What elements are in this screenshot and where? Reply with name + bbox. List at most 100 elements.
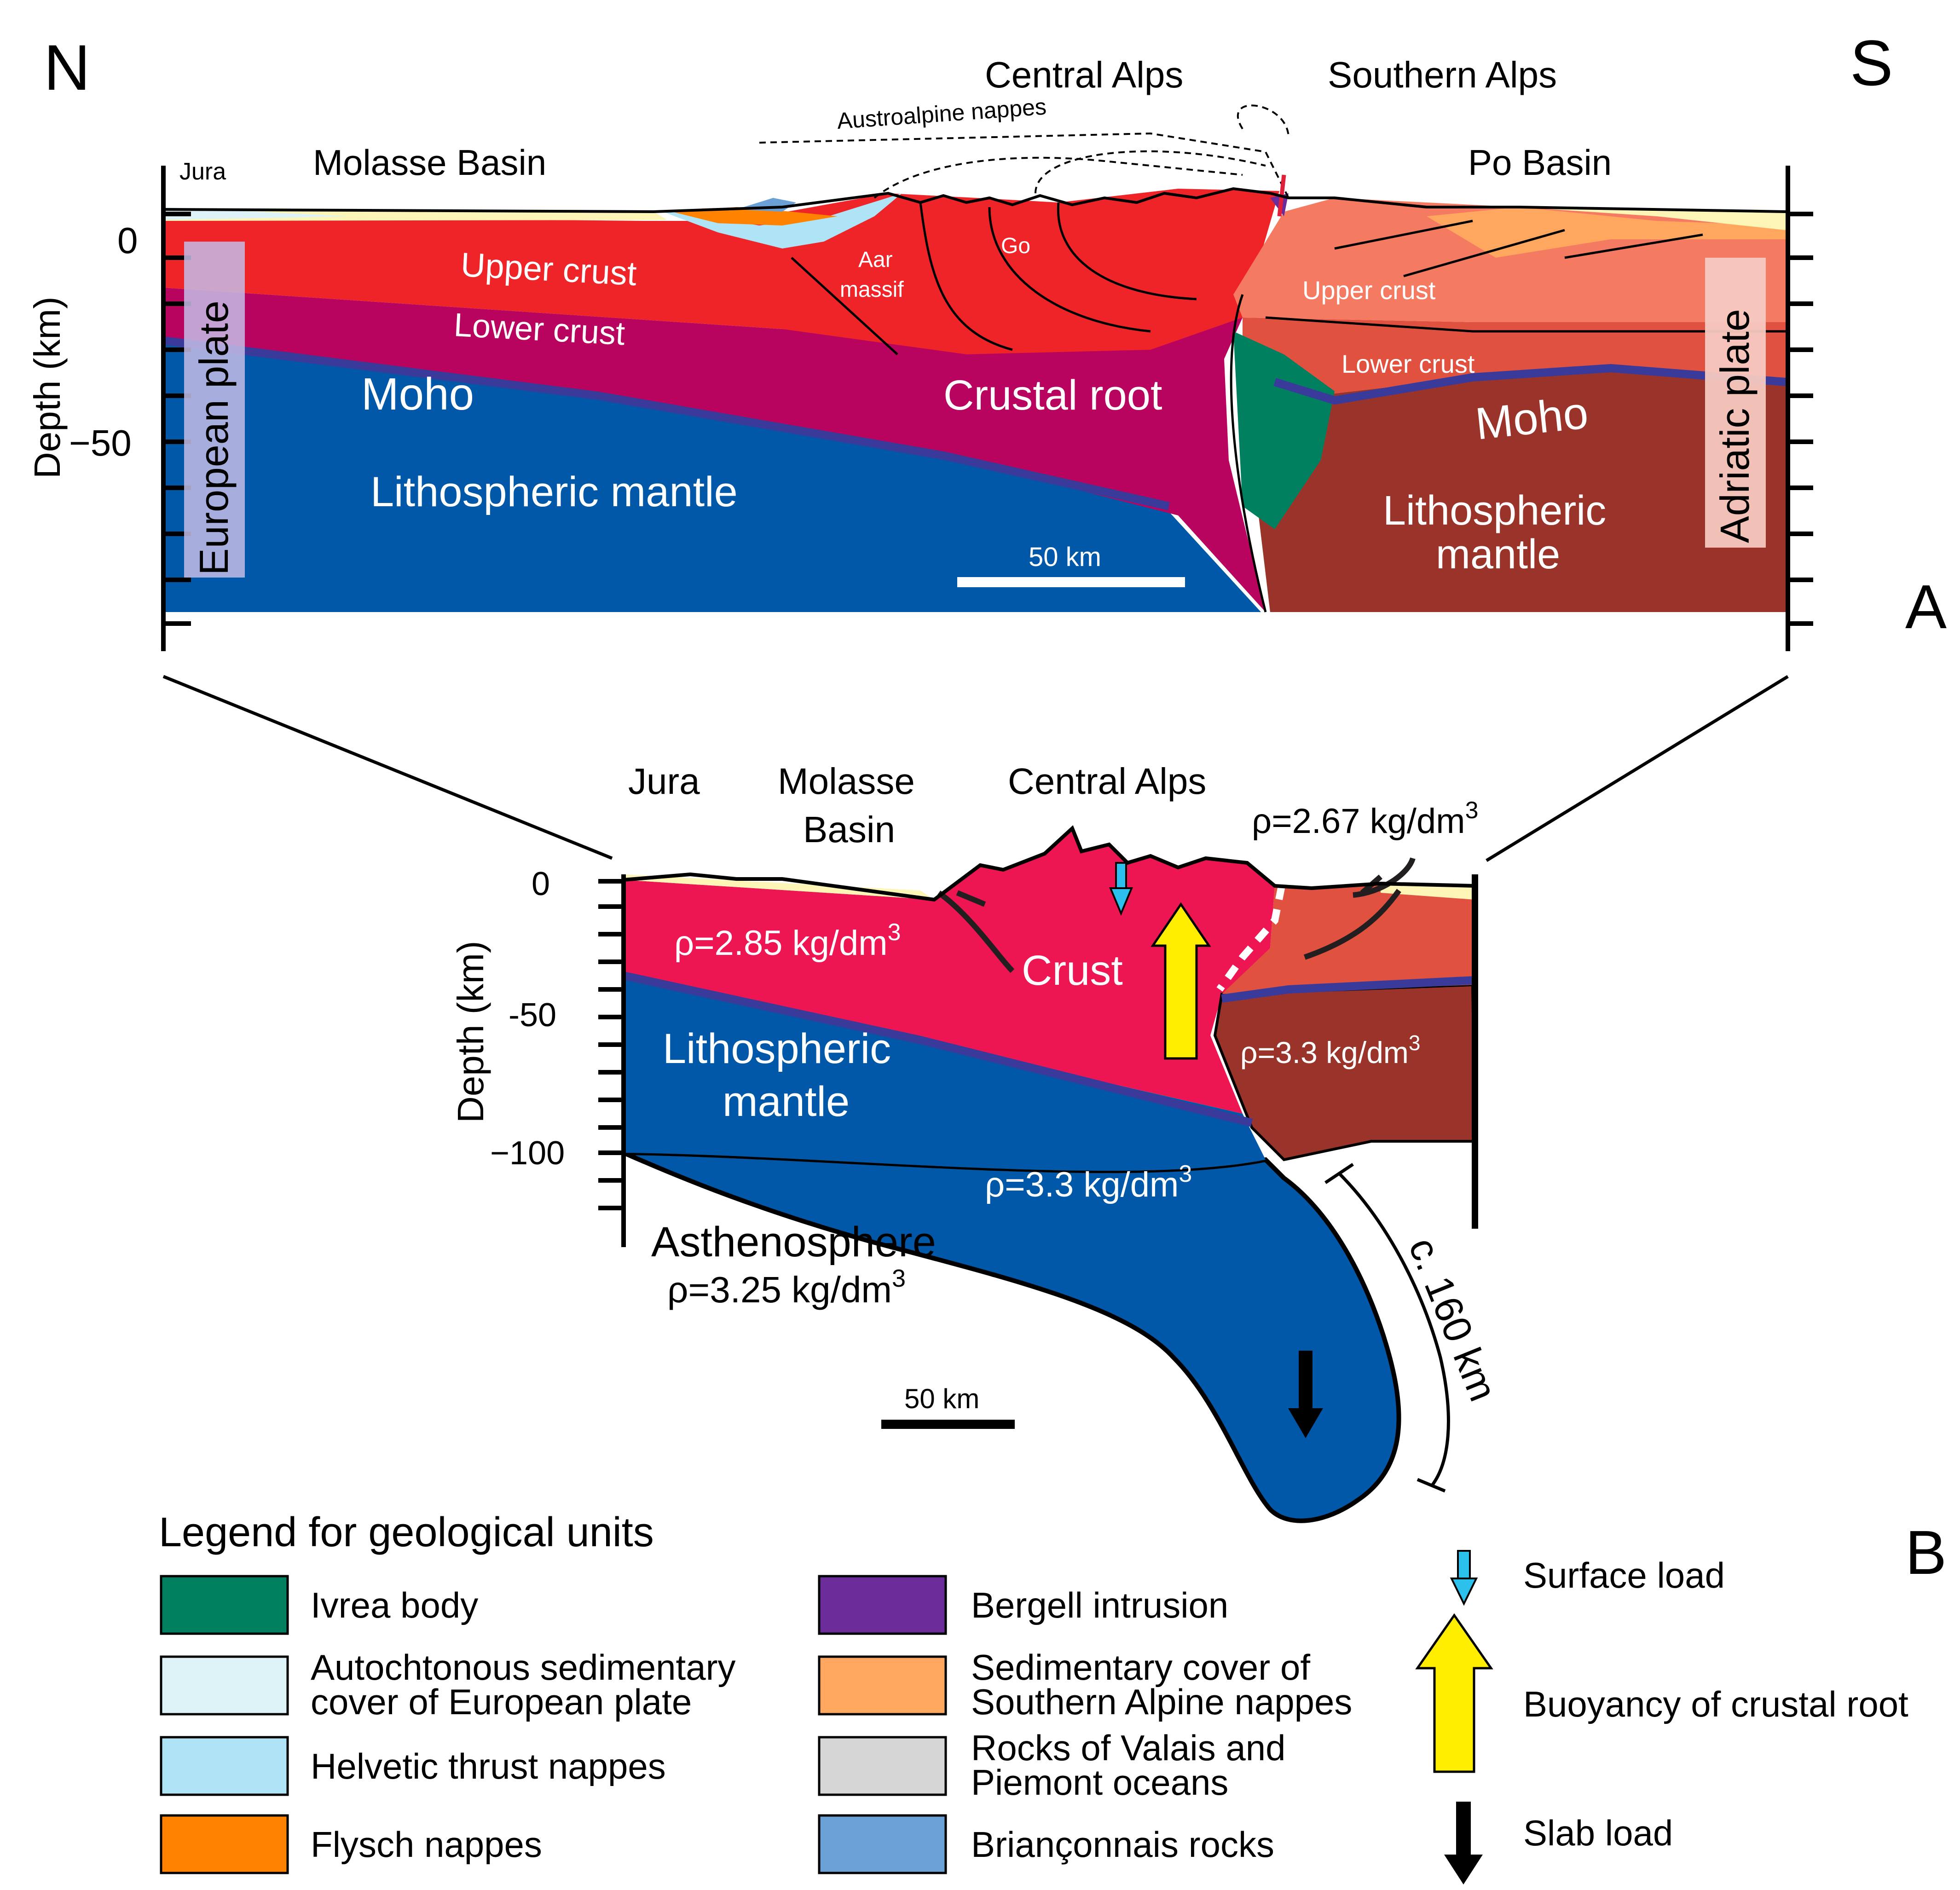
panel-b-central-alps-label: Central Alps [1008,761,1206,802]
south-label: S [1850,27,1893,99]
panel-b-left-axis [598,874,626,1247]
legend-label: Helvetic thrust nappes [311,1746,666,1786]
lithospheric-mantle-north-label: Lithospheric mantle [370,468,738,515]
legend-surface-load-icon [1450,1550,1478,1606]
european-plate-label: European plate [191,301,237,575]
panel-b-suture-dashed [1216,885,1285,992]
legend-label: Autochtonous sedimentary [311,1647,736,1688]
crustal-root-label: Crustal root [943,372,1162,419]
legend-title: Legend for geological units [159,1509,654,1555]
upper-crust-south-label: Upper crust [1302,276,1436,305]
panel-b-basin-label: Basin [803,809,895,850]
crust-label: Crust [1022,947,1123,994]
panel-b-jura-label: Jura [628,761,700,802]
legend-surface-load-label: Surface load [1523,1555,1725,1595]
po-basin-sediment [1519,207,1786,230]
legend-swatch [160,1736,289,1796]
legend-label: Ivrea body [311,1585,478,1625]
aar-label: Aar [858,248,893,272]
legend-label: cover of European plate [311,1682,692,1722]
moho-south-label: Moho [1473,387,1590,449]
panel-a-po-basin-label: Po Basin [1468,142,1612,183]
adriatic-plate-label: Adriatic plate [1712,309,1758,543]
legend-item: Flysch nappes [160,1814,542,1874]
legend-swatch [818,1575,947,1635]
adriatic-lithospheric-mantle [1243,368,1786,612]
panel-b-scale-label: 50 km [904,1383,979,1414]
adriatic-moho-line [1273,364,1786,405]
legend-item: Bergell intrusion [818,1575,1228,1635]
panel-a-tick-50: −50 [69,422,132,463]
legend-label: Piemont oceans [971,1762,1228,1803]
legend-buoyancy-icon [1415,1613,1493,1773]
panel-b-crust [624,828,1275,1114]
panel-b-south-sediment [1381,884,1475,900]
legend-label: Flysch nappes [311,1824,542,1865]
bracket-cap-bottom [1417,1478,1446,1493]
panel-b: B Jura Molasse Basin Central Alps ρ=2.67… [450,761,1947,1587]
panel-b-tick-50: -50 [509,997,556,1034]
slab-length-bracket [1338,1172,1450,1488]
gotthard-label: Go [1001,234,1030,258]
panel-b-lithospheric-label: Lithospheric [663,1025,891,1072]
surface-density-label: ρ=2.67 kg/dm3 [1252,797,1479,841]
upper-crust-north-label: Upper crust [460,245,638,293]
fault-lines [791,202,1786,613]
mantle-south-label: mantle [1436,532,1560,578]
crust-density-label: ρ=2.85 kg/dm3 [674,919,901,963]
panel-a-southern-alps-label: Southern Alps [1328,54,1557,95]
legend-item: Ivrea body [160,1575,478,1635]
panel-b-faults [937,857,1416,973]
panel-b-adriatic-moho [1221,976,1475,1003]
legend-swatch [818,1655,947,1716]
european-lithospheric-mantle [163,341,1261,612]
panel-a: N S A Jura Molasse Basin Central Alps So… [27,27,1947,651]
crustal-root [163,288,1266,612]
legend-item: Briançonnais rocks [818,1814,1274,1874]
flysch-nappes [672,207,838,225]
european-plate-box [184,242,245,578]
panel-b-surface-sediment [624,874,934,900]
austroalpine-dashed-nappes [759,104,1289,199]
panel-b-letter: B [1905,1518,1947,1587]
legend-label: Rocks of Valais and [971,1728,1286,1768]
panel-a-right-axis [1786,166,1813,651]
panel-a-central-alps-label: Central Alps [985,54,1183,95]
panel-b-molasse-label: Molasse [778,761,915,802]
aar-massif-label: massif [840,277,904,302]
panel-b-depth-axis-label: Depth (km) [450,941,491,1123]
panel-a-letter: A [1905,572,1947,642]
ivrea-body [1233,331,1335,529]
bracket-cap-top [1324,1163,1354,1184]
zoom-line-right [1486,675,1789,862]
surface-load-icon [1109,862,1133,916]
adriatic-lower-crust [1243,318,1786,393]
slab-density-label: ρ=3.3 kg/dm3 [985,1161,1192,1204]
adriatic-plate-box [1705,258,1766,548]
european-moho-line [162,336,1170,510]
lithospheric-south-label: Lithospheric [1383,488,1606,534]
legend-slab-load-icon [1444,1802,1483,1884]
legend-swatch [160,1814,289,1874]
lower-crust-north-label: Lower crust [453,306,626,352]
panel-b-european-moho [623,971,1253,1127]
european-upper-crust [163,189,1279,354]
legend-slab-load-label: Slab load [1523,1813,1673,1853]
slab-load-icon [1288,1351,1323,1438]
panel-a-scale-label: 50 km [1029,542,1101,572]
panel-a-tick-0: 0 [117,220,138,261]
topographic-surface [163,187,1786,214]
austroalpine-nappes-label: Austroalpine nappes [836,93,1047,134]
moho-north-label: Moho [361,369,474,419]
legend-swatch [160,1575,289,1635]
legend-item: Helvetic thrust nappes [160,1736,666,1796]
legend-label: Sedimentary cover of [971,1647,1310,1688]
panel-b-tick-100: −100 [490,1135,565,1172]
zoom-line-left [162,675,613,860]
legend-label: Southern Alpine nappes [971,1682,1352,1722]
legend-swatch [818,1814,947,1874]
